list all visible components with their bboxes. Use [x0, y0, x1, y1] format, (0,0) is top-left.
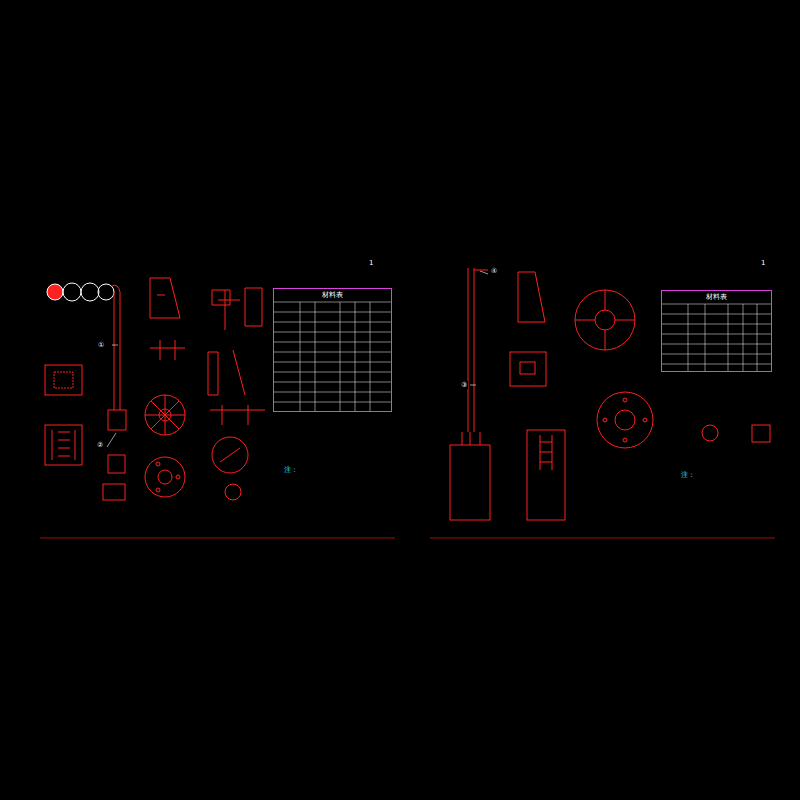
table-title: 材料表	[662, 291, 771, 303]
note-heading: 注：	[283, 466, 299, 474]
table-title: 材料表	[274, 289, 391, 301]
callout-number: ④	[490, 267, 498, 275]
material-table: 材料表	[273, 288, 392, 412]
callout-number: 1	[368, 259, 374, 267]
callout-number: 1	[760, 259, 766, 267]
note-heading: 注：	[680, 471, 696, 479]
callout-number: ③	[460, 381, 468, 389]
callout-number: ②	[96, 441, 104, 449]
material-table: 材料表	[661, 290, 772, 372]
callout-number: ①	[97, 341, 105, 349]
